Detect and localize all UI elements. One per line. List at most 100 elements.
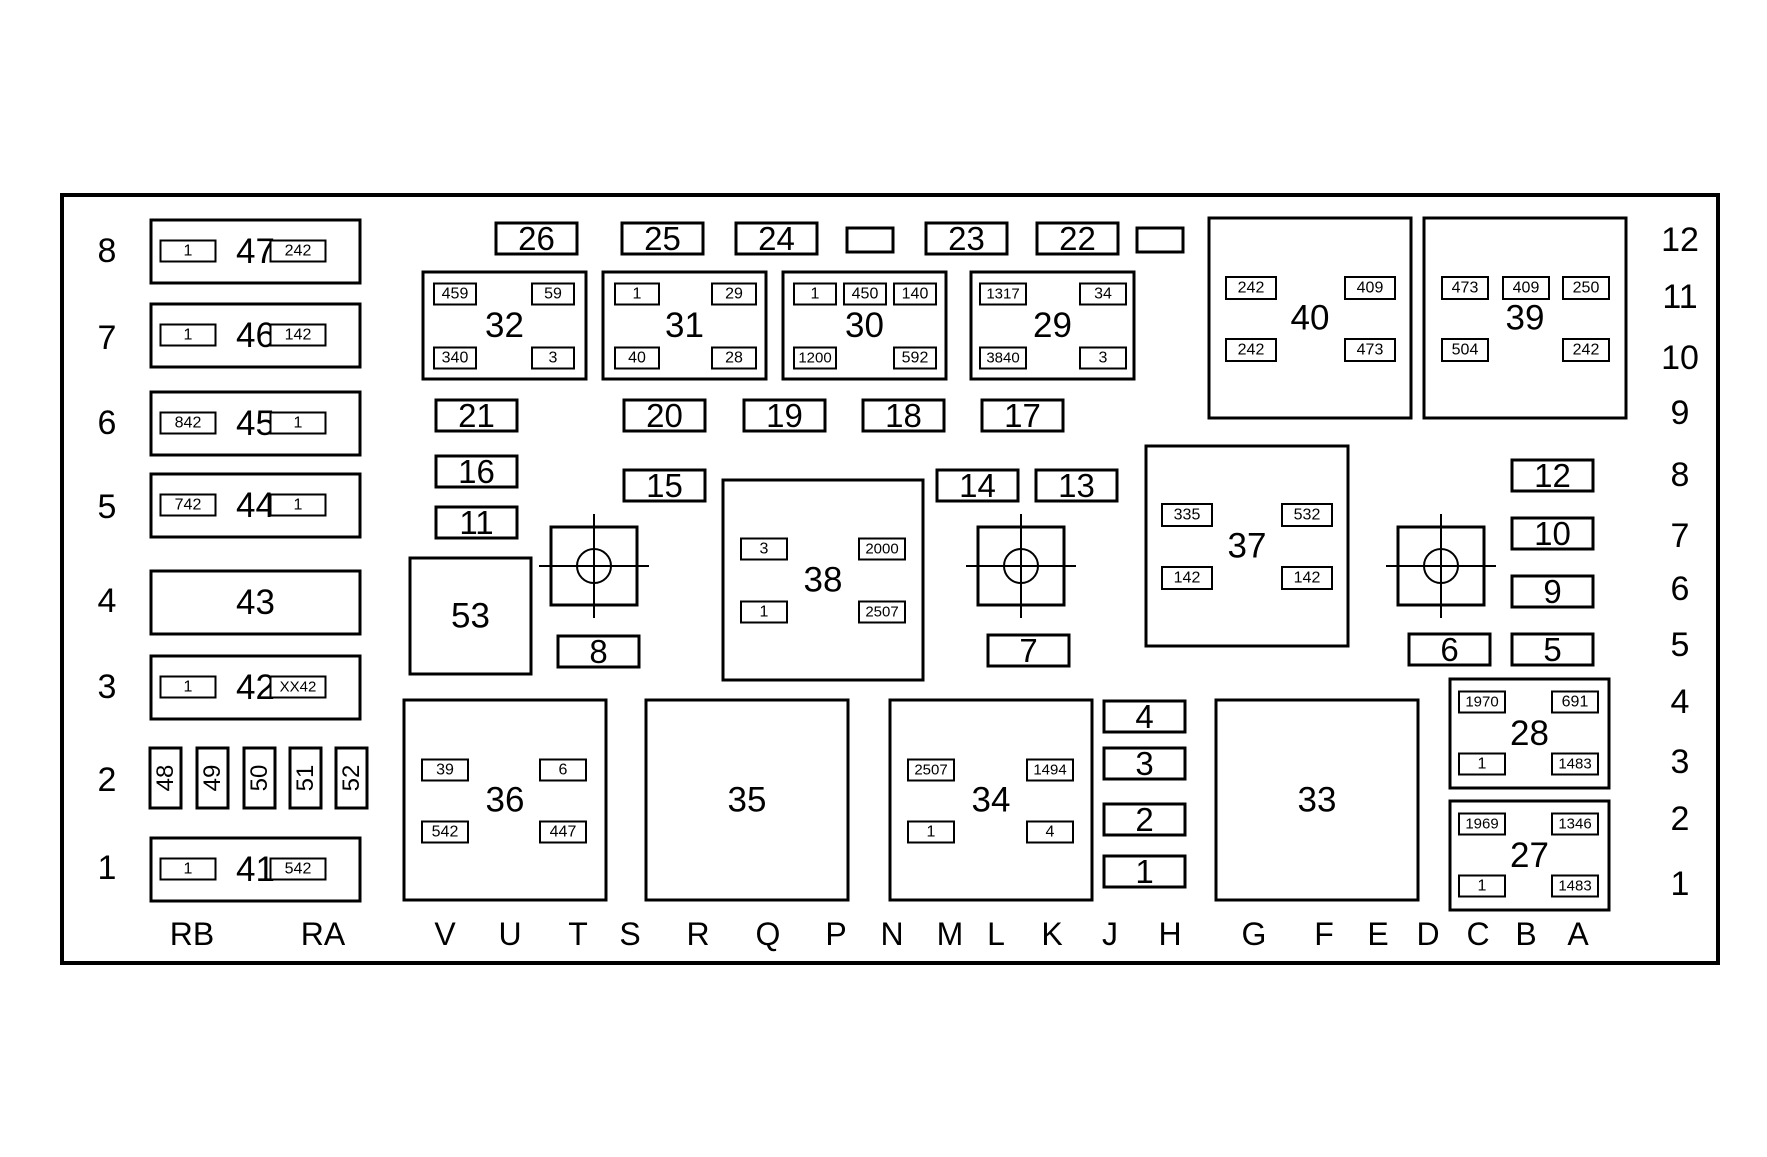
- component-46-label: 46: [236, 316, 275, 355]
- row-label-right-9: 9: [1671, 394, 1690, 432]
- pin-box: [740, 600, 788, 624]
- component-53: 53: [408, 556, 533, 676]
- component-4-body: [1102, 699, 1187, 734]
- component-30-label: 30: [845, 306, 884, 345]
- component-15-label: 15: [646, 467, 683, 504]
- column-label-R: R: [686, 916, 709, 952]
- row-label-left-3: 3: [98, 668, 117, 706]
- pin-box: [159, 411, 217, 435]
- pin-box: [269, 411, 327, 435]
- component-51-body: [288, 746, 323, 810]
- pin-box: [1225, 338, 1277, 362]
- pin-label: 1: [1478, 756, 1487, 773]
- component-33-body: [1214, 698, 1420, 902]
- component-43-body: [149, 569, 362, 636]
- component-21-label: 21: [458, 397, 495, 434]
- component-49-label: 49: [199, 765, 226, 792]
- pin-box: [433, 282, 477, 306]
- pin-box: [531, 346, 575, 370]
- component-24-label: 24: [758, 220, 795, 257]
- component-16: 16: [434, 453, 519, 490]
- pin-label: 691: [1562, 694, 1589, 711]
- pin-label: 1483: [1558, 878, 1591, 895]
- pin-label: 1970: [1465, 694, 1498, 711]
- pin-box: [979, 346, 1027, 370]
- column-label-B: B: [1515, 916, 1536, 952]
- pin-label: 39: [436, 762, 454, 779]
- pin-label: 1317: [986, 286, 1019, 303]
- component-12-label: 12: [1534, 457, 1571, 494]
- pin-box: [1281, 503, 1333, 527]
- pin-box: [269, 239, 327, 263]
- pin-box: [979, 282, 1027, 306]
- pin-box: [433, 346, 477, 370]
- component-40-label: 40: [1291, 299, 1330, 338]
- component-35-body: [644, 698, 850, 902]
- pin-box: [1551, 690, 1599, 714]
- pin-label: 4: [1046, 824, 1055, 841]
- column-label-L: L: [987, 916, 1005, 952]
- pin-label: 532: [1294, 507, 1321, 524]
- pin-label: 59: [544, 286, 562, 303]
- component-19-label: 19: [766, 397, 803, 434]
- pin-box: [539, 820, 587, 844]
- component-16-body: [434, 454, 519, 489]
- component-16-label: 16: [458, 453, 495, 490]
- pin-box: [858, 537, 906, 561]
- component-11-label: 11: [459, 504, 493, 541]
- component-22: 22: [1035, 220, 1120, 257]
- component-1: 1: [1102, 853, 1187, 890]
- component-23: 23: [924, 220, 1009, 257]
- component-2-label: 2: [1135, 801, 1153, 838]
- component-24-body: [734, 221, 819, 256]
- component-52: 52: [334, 746, 369, 810]
- component-19: 19: [742, 397, 827, 434]
- row-label-right-3: 3: [1671, 743, 1690, 781]
- component-3-label: 3: [1135, 745, 1153, 782]
- mounting-bolt-icon: [966, 514, 1076, 618]
- component-35: 35: [644, 698, 850, 902]
- component-2: 2: [1102, 801, 1187, 838]
- pin-box: [159, 857, 217, 881]
- component-24: 24: [734, 220, 819, 257]
- pin-label: 34: [1094, 286, 1112, 303]
- component-45-label: 45: [236, 404, 275, 443]
- row-label-left-7: 7: [98, 319, 117, 357]
- pin-label: 242: [1573, 342, 1600, 359]
- component-1-body: [1102, 854, 1187, 889]
- row-label-right-1: 1: [1671, 865, 1690, 903]
- component-21-body: [434, 398, 519, 433]
- pin-box: [1458, 752, 1506, 776]
- pin-box: [614, 282, 660, 306]
- pin-label: 1494: [1033, 762, 1066, 779]
- component-38-body: [721, 478, 925, 682]
- row-label-left-2: 2: [98, 761, 117, 799]
- component-50-label: 50: [246, 765, 273, 792]
- pin-label: 450: [852, 286, 879, 303]
- component-33: 33: [1214, 698, 1420, 902]
- pin-label: 142: [1174, 570, 1201, 587]
- row-label-right-12: 12: [1661, 221, 1699, 259]
- column-label-K: K: [1041, 916, 1062, 952]
- component-13-body: [1034, 468, 1119, 503]
- component-34-body: [888, 698, 1094, 902]
- pin-label: 3: [549, 350, 558, 367]
- pin-box: [1225, 276, 1277, 300]
- pin-label: 409: [1357, 280, 1384, 297]
- pin-label: 1: [294, 497, 303, 514]
- row-label-left-1: 1: [98, 849, 117, 887]
- component-5: 5: [1510, 631, 1595, 668]
- component-17-body: [980, 398, 1065, 433]
- component-10-label: 10: [1534, 515, 1571, 552]
- component-20-label: 20: [646, 397, 683, 434]
- pin-box: [1079, 282, 1127, 306]
- component-11: 11: [434, 504, 519, 541]
- component-51: 51: [288, 746, 323, 810]
